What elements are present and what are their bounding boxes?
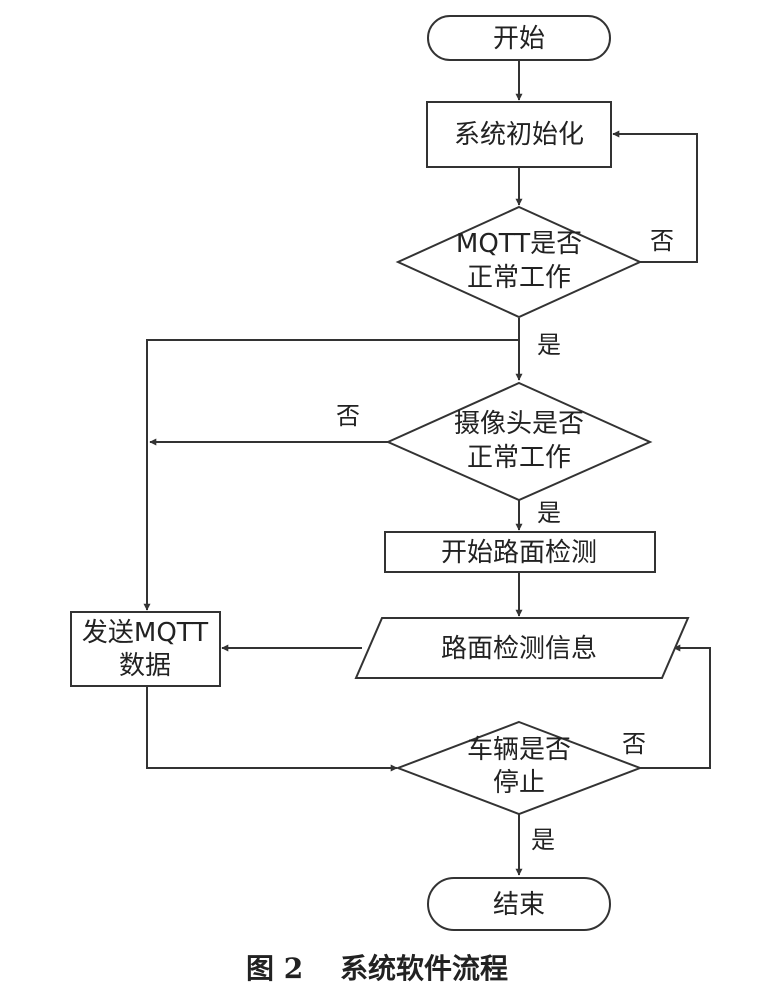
vehicle-no-label: 否 xyxy=(622,730,646,758)
vehicle-stop-diamond xyxy=(395,720,643,816)
mqtt-no-label: 否 xyxy=(650,227,674,255)
node-road-info: 路面检测信息 xyxy=(354,617,690,679)
camera-no-label: 否 xyxy=(336,402,360,430)
node-start: 开始 xyxy=(427,15,611,61)
node-vehicle-stop: 车辆是否 停止 xyxy=(395,720,643,816)
mqtt-check-diamond xyxy=(395,205,643,319)
road-info-data-parallelogram xyxy=(354,617,690,679)
init-process-box xyxy=(426,101,612,168)
node-init: 系统初始化 xyxy=(426,101,612,168)
caption-title: 系统软件流程 xyxy=(340,952,508,985)
send-mqtt-label-line-2: 数据 xyxy=(119,651,171,681)
vehicle-stop-label-line-1: 车辆是否 xyxy=(467,735,571,765)
mqtt-check-label-line-2: 正常工作 xyxy=(467,263,571,293)
road-info-label: 路面检测信息 xyxy=(441,634,597,664)
edge-mqtt-to-send-line xyxy=(143,339,519,611)
camera-yes-label: 是 xyxy=(537,499,561,527)
edge-send-to-vehicle-check xyxy=(146,686,398,772)
edges xyxy=(143,60,711,876)
camera-check-diamond xyxy=(385,381,653,502)
send-mqtt-label-line-1: 发送MQTT xyxy=(82,618,208,648)
edge-mqtt-no-loop xyxy=(612,130,698,263)
figure-caption: 图 2 系统软件流程 xyxy=(246,952,508,985)
start-label: 开始 xyxy=(493,24,545,54)
road-detect-label: 开始路面检测 xyxy=(441,538,597,568)
camera-check-label-line-2: 正常工作 xyxy=(467,443,571,473)
road-detect-process-box xyxy=(384,531,656,573)
mqtt-check-label-line-1: MQTT是否 xyxy=(456,229,582,259)
node-mqtt-check: MQTT是否 正常工作 xyxy=(395,205,643,319)
vehicle-stop-label-line-2: 停止 xyxy=(493,768,545,798)
node-send-mqtt: 发送MQTT 数据 xyxy=(70,611,221,687)
end-label: 结束 xyxy=(493,890,545,920)
start-terminator xyxy=(427,15,611,61)
edge-vehicle-no-loop xyxy=(640,644,711,769)
edge-labels: 否 是 否 是 否 是 xyxy=(336,227,674,854)
camera-check-label-line-1: 摄像头是否 xyxy=(454,409,584,439)
vehicle-yes-label: 是 xyxy=(531,826,555,854)
init-label: 系统初始化 xyxy=(454,120,584,150)
mqtt-yes-label: 是 xyxy=(537,331,561,359)
node-road-detect: 开始路面检测 xyxy=(384,531,656,573)
end-terminator xyxy=(427,877,611,931)
send-mqtt-process-box xyxy=(70,611,221,687)
node-camera-check: 摄像头是否 正常工作 xyxy=(385,381,653,502)
caption-number: 图 2 xyxy=(246,952,303,985)
node-end: 结束 xyxy=(427,877,611,931)
